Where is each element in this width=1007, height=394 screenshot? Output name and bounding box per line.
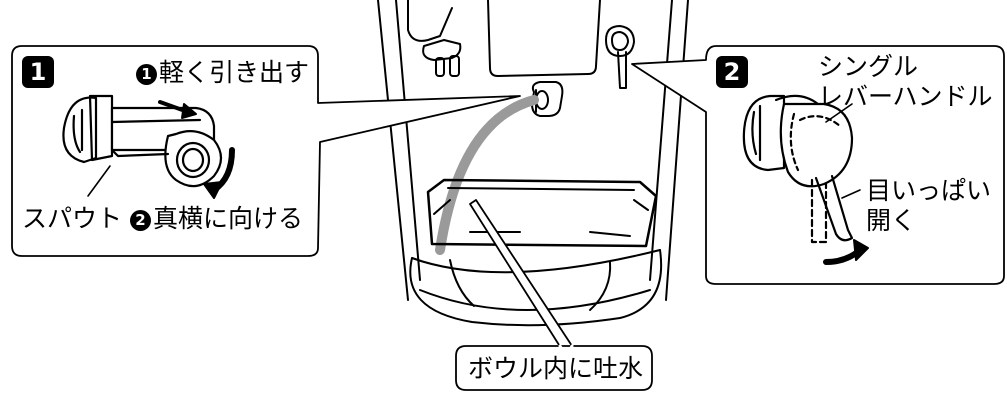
open-label-line1: 目いっぱい: [866, 176, 992, 205]
substep-1-text: 軽く引き出す: [159, 58, 310, 87]
open-label-line2: 開く: [866, 206, 917, 235]
spout-detail: [62, 94, 223, 188]
lever-handle-detail: [742, 94, 854, 244]
handle-label-line2: レバーハンドル: [818, 82, 993, 111]
handle-label-line1: シングル: [818, 52, 919, 81]
pull-arrow-head: [181, 103, 197, 119]
spout-label: スパウト: [22, 204, 123, 233]
callout-1-frame: [11, 45, 521, 257]
substep-1-number: 1: [136, 64, 157, 85]
open-pointer: [841, 189, 861, 199]
substep-2-text: 真横に向ける: [153, 204, 304, 233]
wall-lever-handle: [605, 25, 635, 89]
substep-2-number: 2: [130, 210, 151, 231]
bowl-label: ボウル内に吐水: [468, 354, 644, 383]
turn-arrow-head: [203, 181, 223, 199]
open-arrow-head: [853, 239, 869, 261]
bowl-pointer: [469, 199, 577, 357]
spout-pointer: [87, 165, 111, 197]
step-1-badge: 1: [22, 56, 54, 88]
water-stream: [435, 95, 539, 255]
cabinet-outline: [377, 0, 689, 301]
handle-pointer: [825, 103, 853, 123]
step-2-badge: 2: [716, 56, 748, 88]
bowl-label-frame: [455, 345, 653, 391]
